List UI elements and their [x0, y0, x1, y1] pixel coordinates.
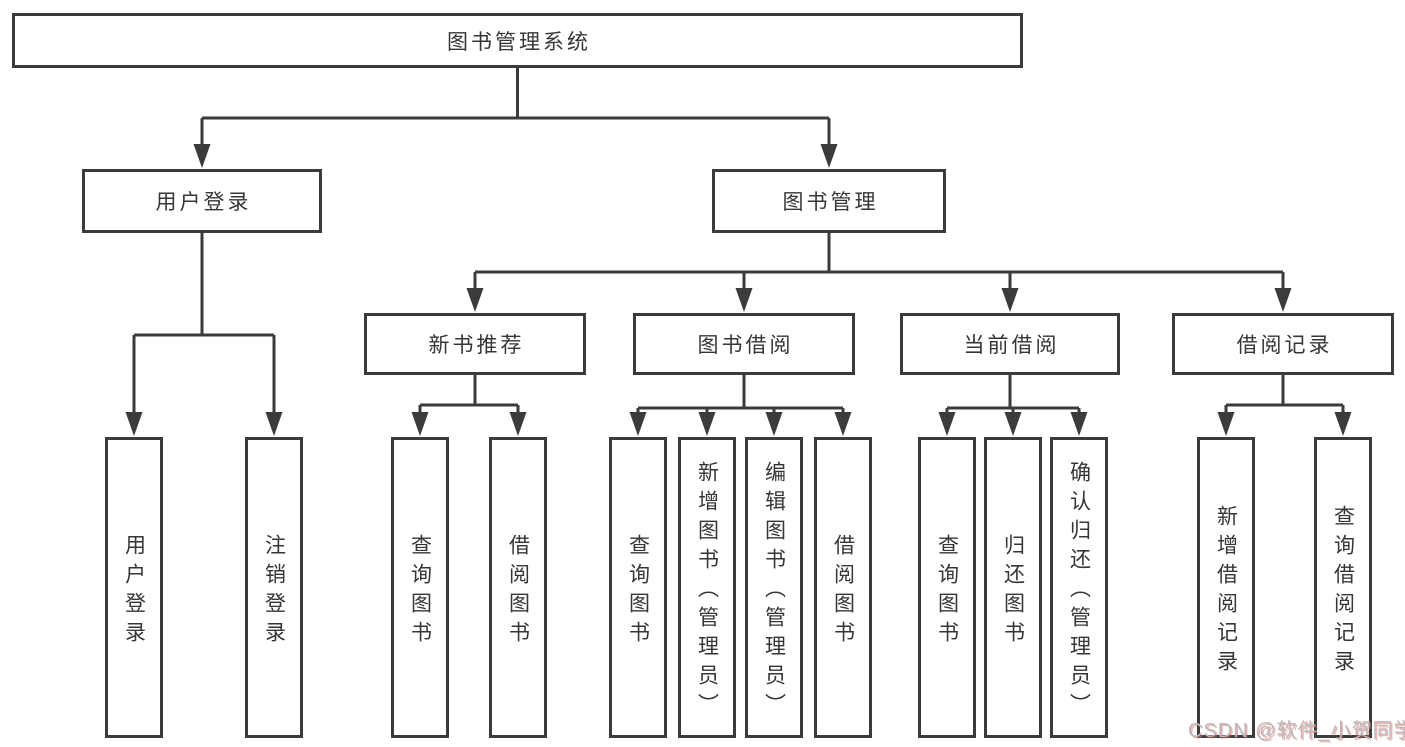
arrow-down-icon	[1001, 288, 1019, 312]
arrow-down-icon	[1070, 412, 1088, 436]
leaf-label: 查询图书	[626, 533, 650, 650]
node-user-login: 用户登录	[82, 169, 322, 233]
arrow-down-icon	[834, 412, 852, 436]
leaf-nbr-borrow-books: 借阅图书	[489, 437, 547, 738]
leaf-cb-return-books: 归还图书	[984, 437, 1042, 738]
leaf-br-query-record: 查询借阅记录	[1314, 437, 1372, 738]
node-book-management: 图书管理	[712, 169, 946, 233]
arrow-down-icon	[466, 288, 484, 312]
arrow-down-icon	[125, 412, 143, 436]
node-borrowing-records: 借阅记录	[1172, 313, 1394, 375]
leaf-bb-edit-book-admin: 编辑图书（管理员）	[745, 437, 803, 738]
arrow-down-icon	[1334, 412, 1352, 436]
csdn-watermark: CSDN @软件_小贺同学	[1188, 720, 1405, 742]
arrow-down-icon	[265, 412, 283, 436]
leaf-label: 新增借阅记录	[1214, 504, 1238, 679]
node-library-system: 图书管理系统	[12, 13, 1023, 68]
leaf-label: 借阅图书	[831, 533, 855, 650]
leaf-bb-borrow-books: 借阅图书	[814, 437, 872, 738]
leaf-cb-confirm-return-admin: 确认归还（管理员）	[1050, 437, 1108, 738]
node-book-borrowing: 图书借阅	[633, 313, 855, 375]
leaf-bb-query-books: 查询图书	[609, 437, 667, 738]
arrow-down-icon	[735, 288, 753, 312]
leaf-label: 注销登录	[262, 533, 286, 650]
edge-root-to-level2	[200, 68, 831, 152]
arrow-down-icon	[411, 412, 429, 436]
leaf-label: 借阅图书	[506, 533, 530, 650]
tree-edges	[132, 68, 1345, 420]
arrow-down-icon	[938, 412, 956, 436]
arrow-down-icon	[629, 412, 647, 436]
arrow-down-icon	[765, 412, 783, 436]
arrow-down-icon	[1217, 412, 1235, 436]
leaf-bb-add-book-admin: 新增图书（管理员）	[678, 437, 736, 738]
leaf-label: 新增图书（管理员）	[695, 461, 719, 722]
leaf-label: 编辑图书（管理员）	[762, 461, 786, 722]
edge-records-to-leaves	[1224, 375, 1345, 420]
leaf-logout: 注销登录	[245, 437, 303, 738]
leaf-user-login: 用户登录	[105, 437, 163, 738]
edge-mgmt-to-level3	[473, 233, 1285, 296]
arrow-down-icon	[820, 144, 838, 168]
leaf-label: 确认归还（管理员）	[1067, 461, 1091, 722]
arrowhead-icons	[125, 144, 1352, 436]
edge-login-to-leaves	[132, 233, 276, 420]
leaf-nbr-query-books: 查询图书	[391, 437, 449, 738]
arrow-down-icon	[193, 144, 211, 168]
arrow-down-icon	[698, 412, 716, 436]
arrow-down-icon	[509, 412, 527, 436]
edge-newbook-to-leaves	[418, 375, 520, 420]
arrow-down-icon	[1004, 412, 1022, 436]
leaf-label: 用户登录	[122, 533, 146, 650]
edge-borrow-to-leaves	[636, 375, 845, 420]
leaf-label: 查询图书	[935, 533, 959, 650]
node-current-borrowing: 当前借阅	[900, 313, 1120, 375]
leaf-label: 归还图书	[1001, 533, 1025, 650]
leaf-cb-query-books: 查询图书	[918, 437, 976, 738]
leaf-label: 查询图书	[408, 533, 432, 650]
arrow-down-icon	[1274, 288, 1292, 312]
node-new-book-recommend: 新书推荐	[364, 313, 586, 375]
leaf-label: 查询借阅记录	[1331, 504, 1355, 679]
leaf-br-add-record: 新增借阅记录	[1197, 437, 1255, 738]
